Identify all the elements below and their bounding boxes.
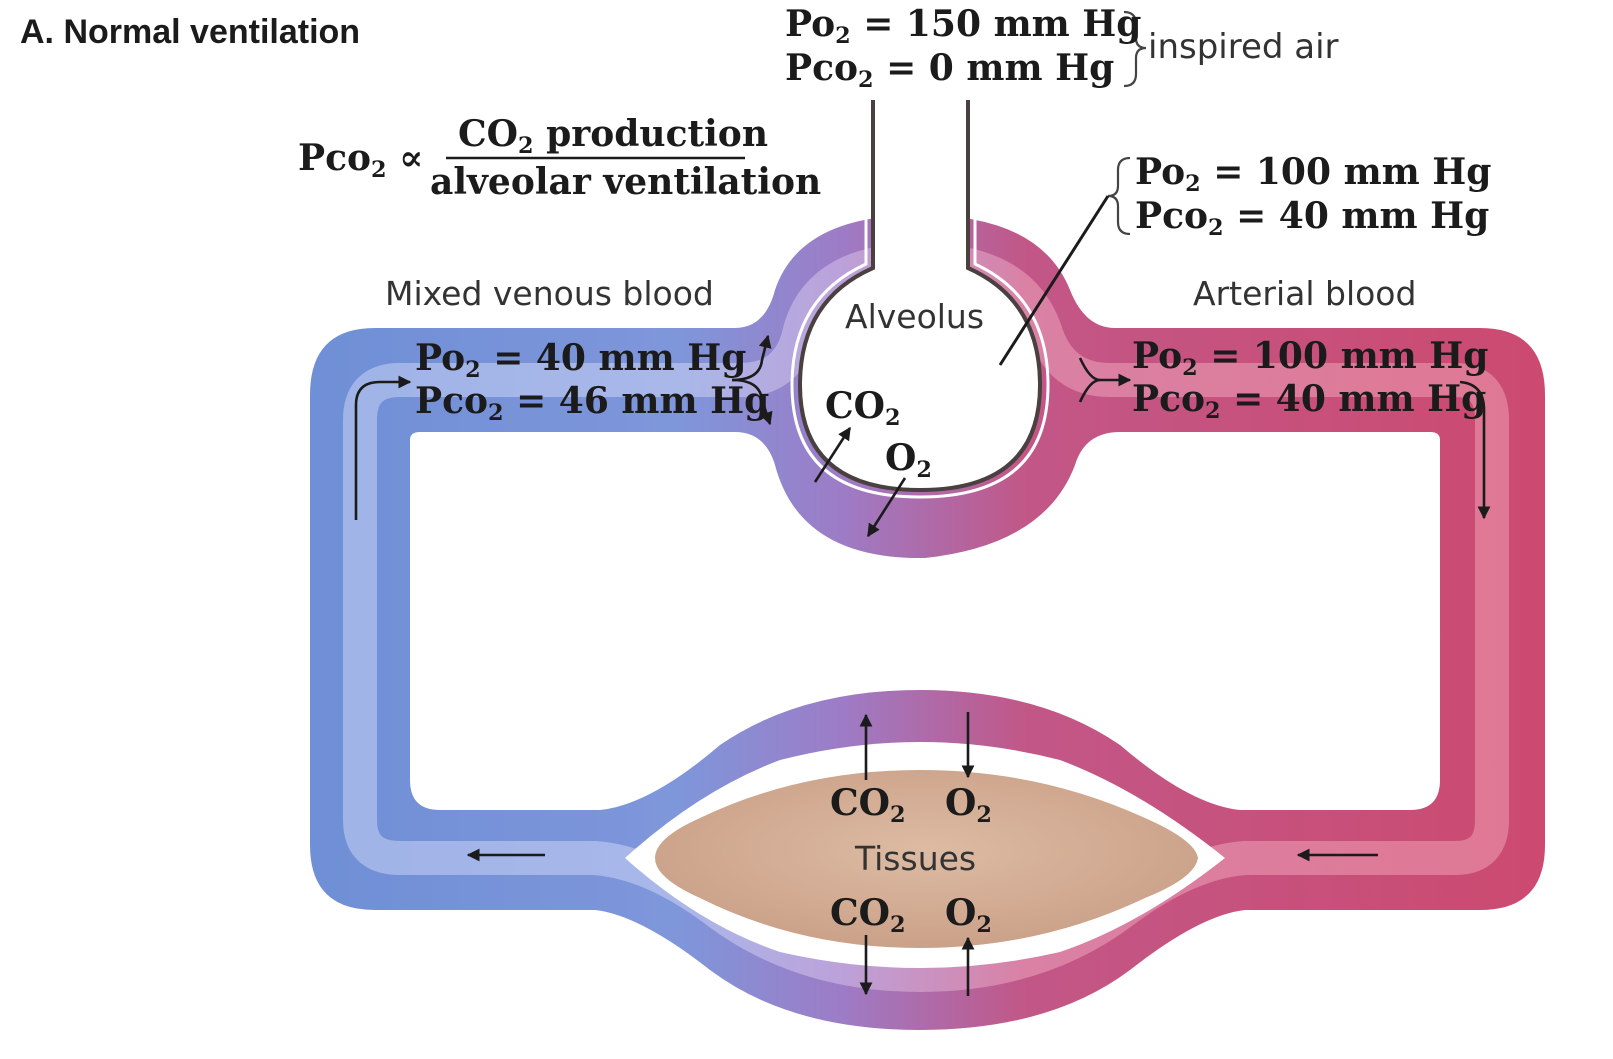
- venous-pco2: Pco2 = 46 mm Hg: [415, 380, 770, 427]
- arterial-po2: Po2 = 100 mm Hg: [1132, 335, 1489, 382]
- alveolus-wall: [797, 100, 1043, 493]
- formula-lhs: Pco2 ∝: [298, 137, 424, 184]
- alveolus-inner-rim: [790, 100, 1050, 499]
- alveolus-airway: [790, 100, 1050, 499]
- venous-label: Mixed venous blood: [385, 274, 714, 313]
- figure-title: A. Normal ventilation: [20, 13, 361, 51]
- venous-po2: Po2 = 40 mm Hg: [415, 337, 747, 384]
- alveolus-co2-arrow: [813, 426, 852, 483]
- tissue-o2-bottom: O2: [945, 892, 992, 939]
- vessel-outer: [310, 215, 1545, 1030]
- inspired-air-label: inspired air: [1148, 27, 1339, 67]
- formula-numerator: CO2 production: [458, 113, 768, 160]
- tissues-label: Tissues: [855, 839, 977, 878]
- alveolus-label: Alveolus: [845, 297, 985, 336]
- tissue-co2-bottom: CO2: [830, 892, 906, 939]
- tissue-body: [655, 770, 1198, 948]
- flow-arrows: [354, 334, 1491, 996]
- formula-denominator: alveolar ventilation: [430, 161, 822, 203]
- arterial-down-arrow: [1459, 380, 1491, 520]
- arterial-label: Arterial blood: [1193, 274, 1417, 313]
- venous-up-arrow: [354, 375, 412, 520]
- inspired-pco2: Pco2 = 0 mm Hg: [785, 47, 1115, 94]
- alveolus-co2: CO2: [825, 385, 901, 432]
- alveolar-gas-pointer: [998, 195, 1110, 366]
- arterial-merge-arrow-b: [1078, 357, 1101, 382]
- inspired-air-brace: [1123, 10, 1147, 88]
- alveolar-pco2: Pco2 = 40 mm Hg: [1135, 195, 1490, 242]
- alveolus-o2: O2: [885, 437, 932, 484]
- tissue-o2-top: O2: [945, 782, 992, 829]
- alveolus-o2-arrow: [866, 477, 907, 538]
- alveolar-po2: Po2 = 100 mm Hg: [1135, 151, 1492, 198]
- alveolar-gas-brace: [1107, 156, 1131, 236]
- inspired-po2: Po2 = 150 mm Hg: [785, 3, 1142, 50]
- venous-split-arrow-down: [731, 378, 773, 426]
- arterial-pco2: Pco2 = 40 mm Hg: [1132, 378, 1487, 425]
- tissue-co2-top: CO2: [830, 782, 906, 829]
